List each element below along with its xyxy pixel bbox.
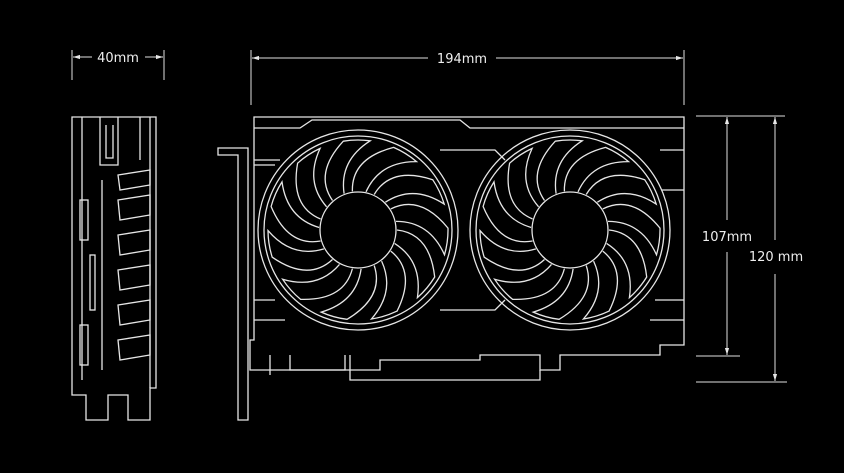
fan-hub bbox=[531, 191, 609, 269]
card-shroud bbox=[249, 116, 685, 381]
fan-blade bbox=[324, 139, 373, 201]
fan-blade bbox=[482, 180, 533, 243]
fan-1 bbox=[257, 129, 459, 331]
length-label: 194mm bbox=[437, 52, 487, 67]
fan-blade bbox=[295, 147, 328, 220]
fan-blade bbox=[394, 229, 436, 300]
fan-blade bbox=[493, 263, 566, 300]
fan-blade bbox=[351, 146, 419, 193]
fan-2 bbox=[469, 129, 671, 331]
length-dimension: 194mm bbox=[250, 50, 685, 105]
fan-blade bbox=[581, 250, 619, 320]
fan-blade bbox=[606, 229, 648, 300]
fan-blade bbox=[585, 174, 658, 206]
height-dimensions: 107mm 120 mm bbox=[696, 115, 803, 383]
fan-frame bbox=[469, 129, 671, 331]
total-height-label: 120 mm bbox=[749, 250, 803, 265]
fan-blade bbox=[390, 203, 449, 257]
thickness-label: 40mm bbox=[97, 51, 139, 66]
fan-blade bbox=[507, 147, 540, 220]
fan-frame bbox=[257, 129, 459, 331]
fan-hub bbox=[319, 191, 397, 269]
fan-blade bbox=[319, 265, 378, 320]
pcb-height-label: 107mm bbox=[702, 230, 752, 245]
fan-blade bbox=[369, 250, 407, 320]
thickness-dimension: 40mm bbox=[71, 50, 165, 80]
fan-blade bbox=[563, 146, 631, 193]
fans bbox=[257, 129, 671, 331]
fan-ring bbox=[475, 135, 665, 325]
fan-blade bbox=[281, 263, 354, 300]
fan-blade bbox=[479, 228, 545, 271]
io-bracket bbox=[217, 147, 249, 421]
fan-blade bbox=[373, 174, 446, 206]
fan-blade bbox=[267, 228, 333, 271]
fan-blade bbox=[270, 180, 321, 243]
fan-blade bbox=[531, 265, 590, 320]
fan-blade bbox=[602, 203, 661, 257]
side-view bbox=[71, 116, 157, 421]
fan-blade bbox=[536, 139, 585, 201]
fan-ring bbox=[263, 135, 453, 325]
